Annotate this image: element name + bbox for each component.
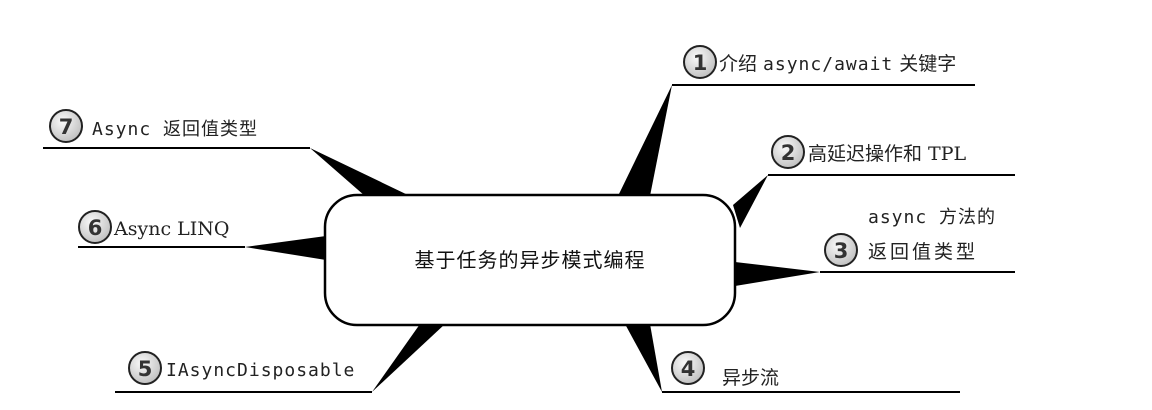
- branch-1[interactable]: 1 介绍 async/await 关键字: [683, 45, 956, 79]
- number-1: 1: [693, 51, 708, 75]
- connector-7: [310, 148, 410, 196]
- branch-6[interactable]: 6 Async LINQ: [78, 210, 229, 244]
- connector-6: [245, 236, 326, 260]
- branch-3-label-line1: async 方法的: [868, 207, 996, 228]
- central-node[interactable]: 基于任务的异步模式编程: [323, 193, 737, 327]
- branch-5[interactable]: 5 IAsyncDisposable: [128, 351, 355, 385]
- number-5: 5: [138, 357, 153, 381]
- connector-4: [625, 324, 662, 392]
- number-badge-5: [128, 351, 162, 385]
- number-badge-2: [771, 135, 805, 169]
- branch-6-label: Async LINQ: [113, 218, 229, 240]
- number-3: 3: [834, 239, 849, 263]
- branch-3-label-line2: 返回值类型: [868, 241, 978, 263]
- central-node-title: 基于任务的异步模式编程: [415, 248, 646, 272]
- branch-4[interactable]: 4 异步流: [671, 351, 779, 389]
- branch-2[interactable]: 2 高延迟操作和 TPL: [771, 135, 966, 169]
- number-badge-7: [49, 109, 83, 143]
- number-6: 6: [88, 216, 103, 240]
- number-2: 2: [781, 141, 796, 165]
- number-badge-6: [78, 210, 112, 244]
- branch-7[interactable]: 7 Async 返回值类型: [49, 109, 258, 143]
- number-4: 4: [681, 357, 696, 381]
- number-badge-4: [671, 351, 705, 385]
- connector-3: [735, 262, 820, 286]
- number-badge-1: [683, 45, 717, 79]
- branch-7-label: Async 返回值类型: [92, 119, 258, 140]
- connector-5: [372, 324, 445, 392]
- number-badge-3: [824, 233, 858, 267]
- connector-2: [733, 175, 768, 228]
- branch-3[interactable]: async 方法的 3 返回值类型: [824, 207, 996, 267]
- connector-1: [618, 85, 672, 196]
- branch-5-label: IAsyncDisposable: [166, 360, 355, 381]
- number-7: 7: [59, 115, 74, 139]
- branch-2-label: 高延迟操作和 TPL: [808, 143, 966, 165]
- branch-4-label: 异步流: [722, 367, 779, 389]
- branch-1-label: 介绍 async/await 关键字: [719, 53, 956, 75]
